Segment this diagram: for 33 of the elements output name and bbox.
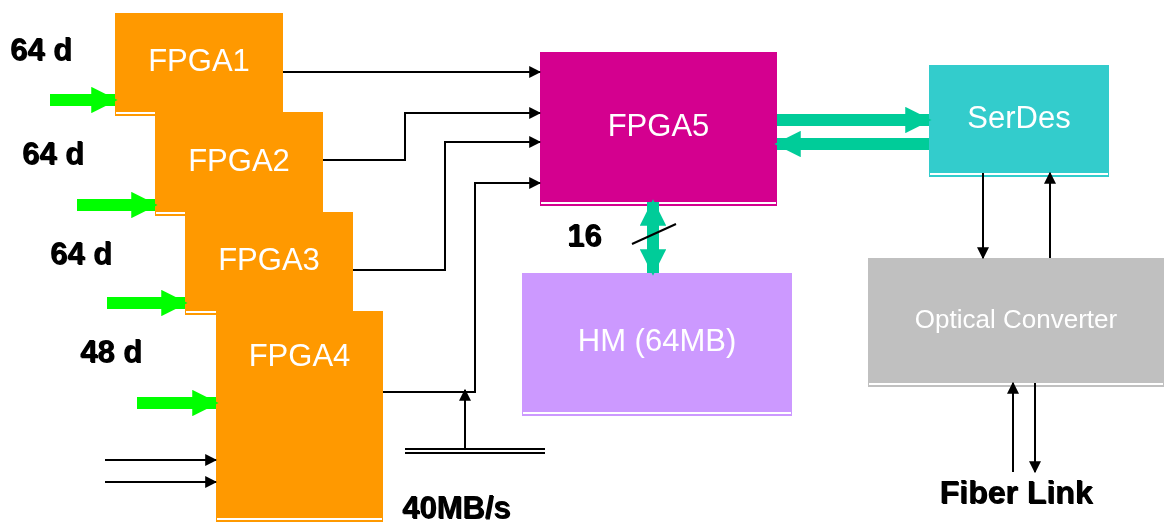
arrow: [77, 191, 158, 219]
block-label: SerDes: [967, 100, 1071, 136]
rate-label: 40MB/s: [402, 490, 511, 526]
arrow: [639, 199, 667, 276]
rate-label: 64 d: [50, 236, 113, 272]
rate-label: 64 d: [22, 136, 85, 172]
arrow: [137, 389, 219, 417]
arrow: [107, 289, 188, 317]
arrow: [1044, 171, 1056, 259]
block-label: Optical Converter: [914, 305, 1118, 334]
rate-label: 48 d: [80, 334, 143, 370]
block-label: HM (64MB): [577, 324, 737, 359]
arrow: [382, 177, 542, 393]
arrow: [1007, 381, 1019, 473]
link-label: Fiber Link: [939, 473, 1093, 511]
arrow: [282, 66, 542, 78]
arrow: [459, 388, 471, 449]
rate-label: 64 d: [10, 32, 73, 68]
block-label: FPGA4: [248, 339, 351, 374]
arrow: [104, 454, 218, 466]
block-label: FPGA3: [218, 243, 320, 278]
arrow: [977, 172, 989, 260]
arrow: [50, 86, 118, 114]
block-label: FPGA2: [188, 143, 290, 179]
block-label: FPGA5: [607, 108, 710, 144]
block-label: FPGA1: [148, 44, 250, 79]
arrow: [322, 107, 542, 161]
arrow: [1029, 382, 1041, 474]
arrow: [777, 106, 932, 134]
arrow: [774, 130, 929, 158]
arrow: [104, 476, 218, 488]
arrow: [352, 136, 542, 271]
bus-line: [405, 448, 545, 454]
